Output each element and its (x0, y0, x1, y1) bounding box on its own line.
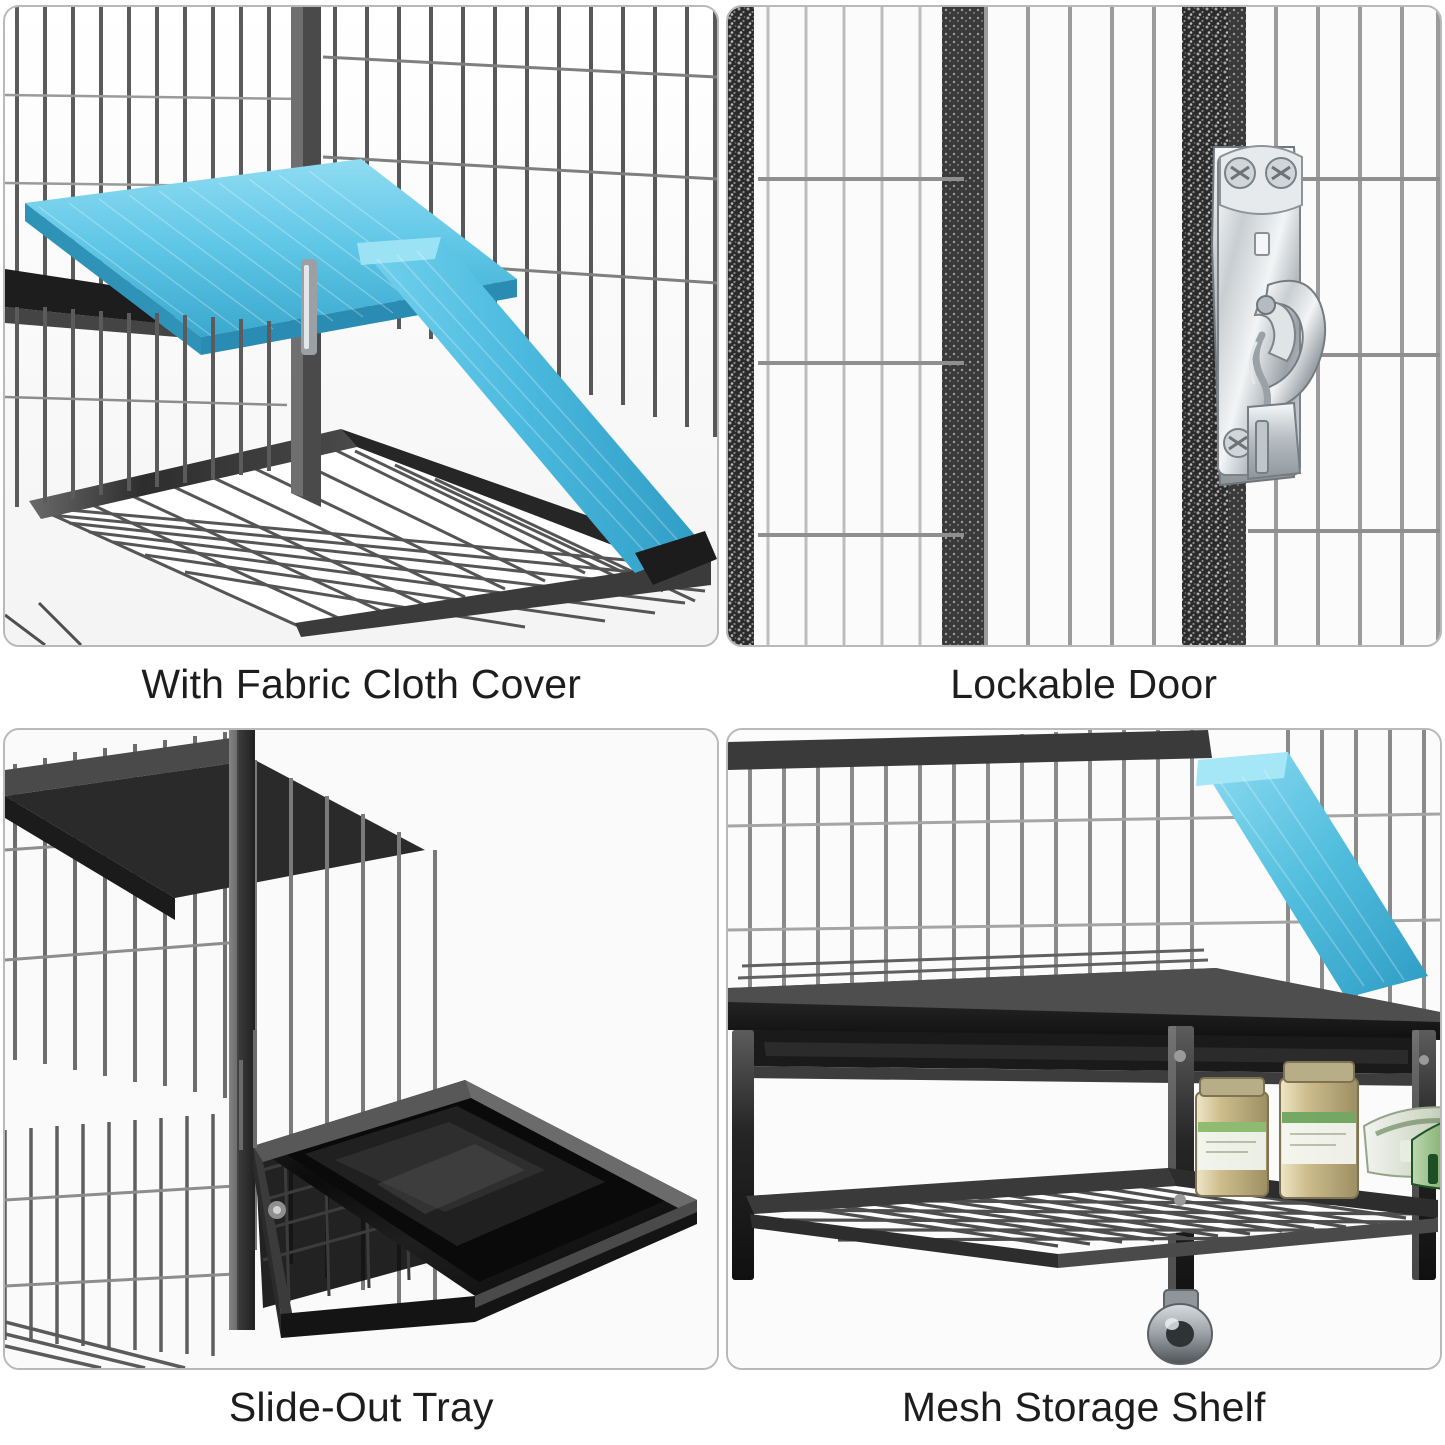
photo-fabric-cloth-cover (3, 5, 720, 647)
caption-lockable-door: Lockable Door (950, 661, 1218, 708)
panel-mesh-storage-shelf: Mesh Storage Shelf (723, 723, 1445, 1445)
caption-mesh-storage-shelf: Mesh Storage Shelf (901, 1383, 1266, 1430)
caption-fabric-cloth-cover: With Fabric Cloth Cover (141, 661, 582, 708)
caption-slide-out-tray: Slide-Out Tray (228, 1383, 494, 1430)
panel-lockable-door: Lockable Door (723, 0, 1445, 723)
panel-fabric-cloth-cover: With Fabric Cloth Cover (0, 0, 723, 723)
photo-lockable-door (725, 5, 1442, 647)
photo-mesh-storage-shelf (725, 727, 1442, 1370)
photo-slide-out-tray (3, 727, 720, 1370)
panel-slide-out-tray: Slide-Out Tray (0, 723, 723, 1445)
